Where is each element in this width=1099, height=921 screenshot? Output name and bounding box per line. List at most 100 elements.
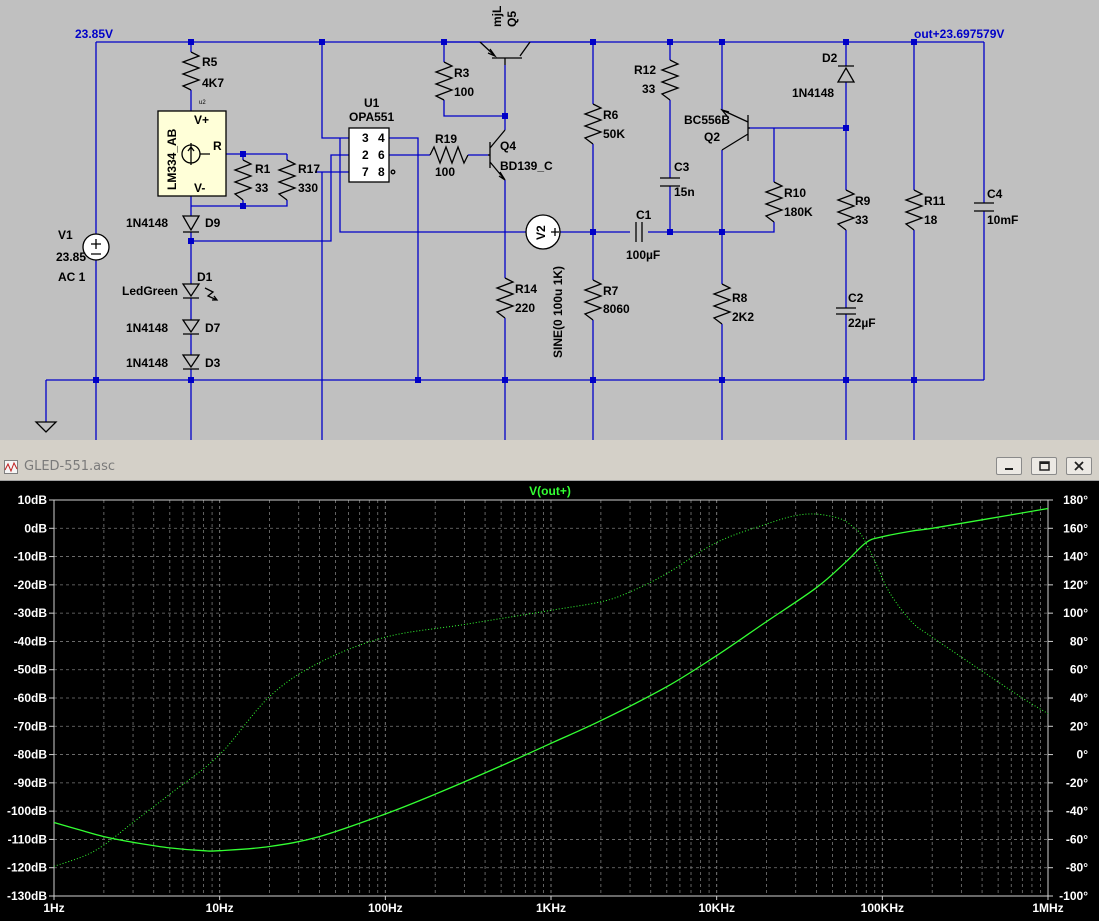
label-d3-value: 1N4148 <box>126 356 168 370</box>
label-r9-value: 33 <box>855 213 869 227</box>
label-r17-value: 330 <box>298 181 318 195</box>
label-v1-value: 23.85 <box>56 250 86 264</box>
restore-icon <box>1039 461 1050 471</box>
label-r17-ref: R17 <box>298 162 320 176</box>
label-r5-value: 4K7 <box>202 76 224 90</box>
ground-symbol <box>34 421 58 433</box>
label-c3-value: 15n <box>674 185 695 199</box>
tick-label-left: -70dB <box>14 719 48 733</box>
tick-label-right: 180° <box>1063 493 1088 507</box>
label-r12-value: 33 <box>642 82 656 96</box>
r19-resistor <box>429 145 469 165</box>
tick-label-left: -30dB <box>14 606 48 620</box>
label-r1-ref: R1 <box>255 162 271 176</box>
tick-label-bottom: 1KHz <box>536 901 566 915</box>
label-r7-ref: R7 <box>603 284 619 298</box>
restore-button[interactable] <box>1031 457 1057 475</box>
label-u2-value: LM334_AB <box>165 128 179 190</box>
tick-label-left: -110dB <box>8 832 48 846</box>
d3-diode <box>181 354 201 370</box>
label-q5-value: mjL <box>490 6 504 27</box>
label-c4-value: 10mF <box>987 213 1018 227</box>
window-title: GLED-551.asc <box>24 459 116 474</box>
net-label-output: out+23.697579V <box>914 27 1004 41</box>
label-r14-ref: R14 <box>515 282 537 296</box>
net-label-supply: 23.85V <box>75 27 113 41</box>
label-d7-value: 1N4148 <box>126 321 168 335</box>
label-r14-value: 220 <box>515 301 535 315</box>
tick-label-right: 80° <box>1070 634 1088 648</box>
d7-diode <box>181 319 201 335</box>
r7-resistor <box>583 279 603 321</box>
close-icon <box>1074 461 1084 471</box>
tick-label-bottom: 10Hz <box>206 901 234 915</box>
tick-label-left: -80dB <box>14 748 48 762</box>
c3-capacitor <box>660 177 680 187</box>
label-r6-value: 50K <box>603 127 625 141</box>
label-u1-pin-3: 3 <box>362 131 369 145</box>
label-c1-ref: C1 <box>636 208 652 222</box>
tick-label-left: -50dB <box>14 663 48 677</box>
tick-label-right: 160° <box>1063 521 1088 535</box>
label-r9-ref: R9 <box>855 194 871 208</box>
tick-label-left: -20dB <box>14 578 48 592</box>
r14-resistor <box>495 277 515 319</box>
u1-pin8-marker <box>390 169 396 175</box>
label-r10-ref: R10 <box>784 186 806 200</box>
tick-label-right: 20° <box>1070 719 1088 733</box>
r1-resistor <box>233 159 253 201</box>
label-r6-ref: R6 <box>603 108 619 122</box>
label-c4-ref: C4 <box>987 187 1003 201</box>
label-u1-pin-7: 7 <box>362 165 369 179</box>
label-r10-value: 180K <box>784 205 813 219</box>
label-u2-pin-vminus: V- <box>194 181 205 195</box>
series-phase-trace <box>53 513 1049 867</box>
tick-label-right: 140° <box>1063 550 1088 564</box>
d9-diode <box>181 215 201 233</box>
tick-label-right: -40° <box>1066 804 1088 818</box>
window-separator <box>0 440 1099 454</box>
label-u1-pin-6: 6 <box>378 148 385 162</box>
label-u1-ref: U1 <box>364 96 380 110</box>
tick-label-right: -60° <box>1066 832 1088 846</box>
label-u1-value: OPA551 <box>349 110 394 124</box>
tick-label-right: -20° <box>1066 776 1088 790</box>
label-v1-ref: V1 <box>58 228 73 242</box>
label-u2-pin-vplus: V+ <box>194 113 209 127</box>
minimize-button[interactable] <box>996 457 1022 475</box>
label-d3-ref: D3 <box>205 356 221 370</box>
label-r19-ref: R19 <box>435 132 457 146</box>
window-titlebar[interactable]: GLED-551.asc <box>0 454 1099 481</box>
chart-title: V(out+) <box>529 484 571 498</box>
tick-label-left: 10dB <box>18 493 48 507</box>
label-r7-value: 8060 <box>603 302 630 316</box>
label-q4-value: BD139_C <box>500 159 553 173</box>
label-d9-ref: D9 <box>205 216 221 230</box>
label-q2-value: BC556B <box>684 113 730 127</box>
r3-resistor <box>434 61 454 101</box>
label-d1-ref: D1 <box>197 270 213 284</box>
tick-label-right: 120° <box>1063 578 1088 592</box>
label-r12-ref: R12 <box>634 63 656 77</box>
tick-label-left: -40dB <box>14 634 48 648</box>
c2-capacitor <box>836 307 856 315</box>
r8-resistor <box>712 283 732 325</box>
label-r8-value: 2K2 <box>732 310 754 324</box>
label-v2-value: SINE(0 100u 1K) <box>551 266 565 358</box>
label-c2-ref: C2 <box>848 291 864 305</box>
tick-label-bottom: 10KHz <box>698 901 735 915</box>
tick-label-bottom: 1Hz <box>43 901 64 915</box>
label-q4-ref: Q4 <box>500 139 516 153</box>
label-u1-pin-4: 4 <box>378 131 385 145</box>
tick-label-left: -120dB <box>7 861 47 875</box>
tick-label-left: -60dB <box>14 691 48 705</box>
tick-label-bottom: 100KHz <box>861 901 904 915</box>
label-c1-value: 100µF <box>626 248 660 262</box>
label-r8-ref: R8 <box>732 291 748 305</box>
close-button[interactable] <box>1066 457 1092 475</box>
tick-label-right: 100° <box>1063 606 1088 620</box>
label-c2-value: 22µF <box>848 316 876 330</box>
